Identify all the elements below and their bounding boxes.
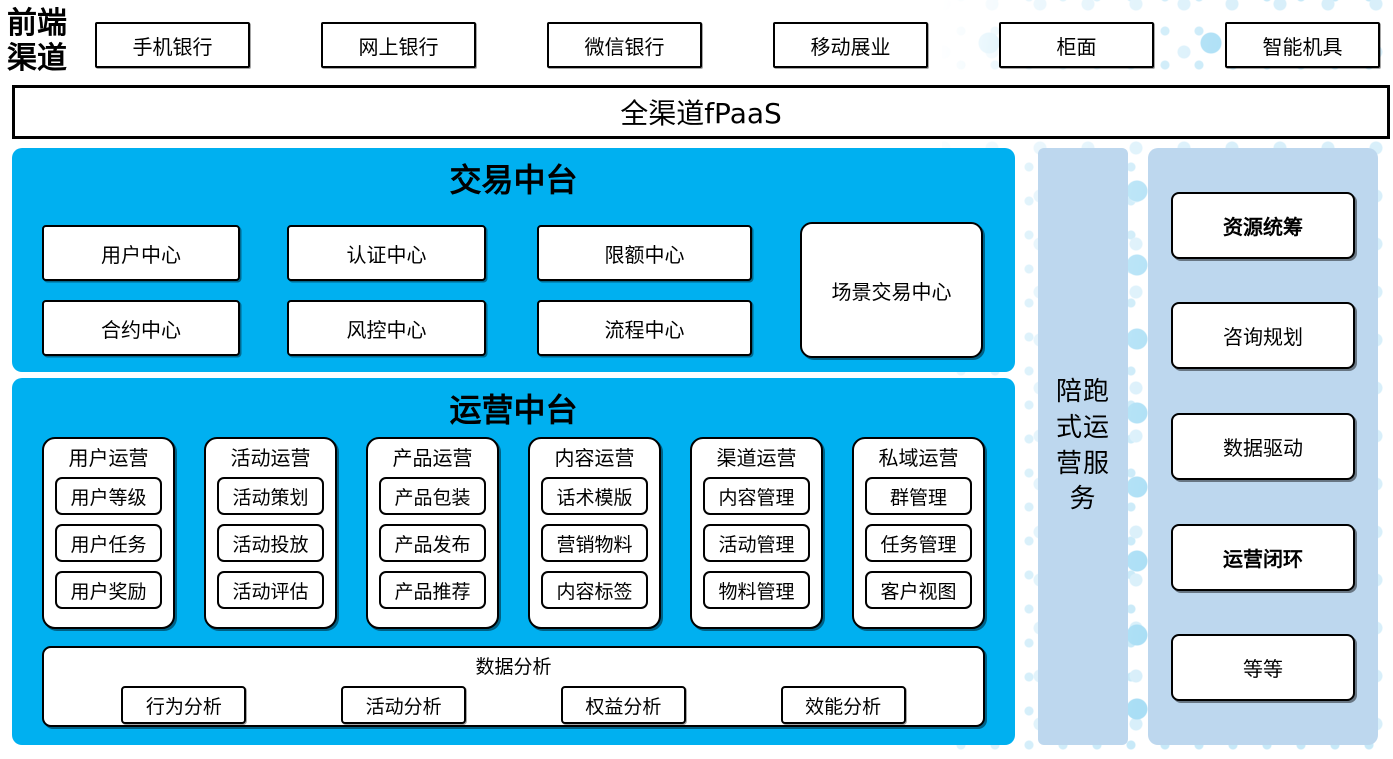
ops-column-item: 用户等级	[55, 477, 162, 515]
ops-column-header: 渠道运营	[716, 446, 797, 470]
ops-column-item: 活动策划	[217, 477, 324, 515]
ops-column-activity: 活动运营 活动策划 活动投放 活动评估	[204, 437, 337, 629]
analytics-item-efficiency: 效能分析	[780, 686, 906, 724]
ops-column-channel: 渠道运营 内容管理 活动管理 物料管理	[690, 437, 823, 629]
ops-column-header: 用户运营	[68, 446, 149, 470]
ops-column-item: 产品推荐	[379, 571, 486, 609]
ops-column-private-domain: 私域运营 群管理 任务管理 客户视图	[852, 437, 985, 629]
ops-column-user: 用户运营 用户等级 用户任务 用户奖励	[42, 437, 175, 629]
ops-column-item: 内容管理	[703, 477, 810, 515]
ops-column-item: 用户奖励	[55, 571, 162, 609]
ops-column-header: 私域运营	[878, 446, 959, 470]
right-panel-item-resource: 资源统筹	[1171, 191, 1355, 259]
channel-label: 移动展业	[810, 34, 891, 59]
channel-label: 柜面	[1056, 34, 1097, 59]
channel-box-mobile-business: 移动展业	[773, 22, 928, 68]
ops-columns-row: 用户运营 用户等级 用户任务 用户奖励 活动运营 活动策划 活动投放 活动评估 …	[42, 437, 985, 629]
center-box-label: 用户中心	[101, 242, 181, 267]
ops-column-item: 话术模版	[541, 477, 648, 515]
right-panel-item-etc: 等等	[1171, 634, 1355, 702]
ops-column-item: 营销物料	[541, 524, 648, 562]
ops-platform-title: 运营中台	[449, 391, 578, 429]
ops-column-item: 活动投放	[217, 524, 324, 562]
ops-column-header: 产品运营	[392, 446, 473, 470]
ops-platform-panel: 运营中台 用户运营 用户等级 用户任务 用户奖励 活动运营 活动策划 活动投放 …	[12, 378, 1015, 745]
channel-label: 手机银行	[132, 34, 213, 59]
analytics-item-activity: 活动分析	[341, 686, 467, 724]
ops-column-item: 群管理	[865, 477, 972, 515]
fpaas-label: 全渠道fPaaS	[620, 97, 782, 130]
scene-trade-center-box: 场景交易中心	[800, 222, 983, 358]
ops-column-item: 内容标签	[541, 571, 648, 609]
center-box-contract: 合约中心	[42, 300, 240, 356]
ops-column-item: 客户视图	[865, 571, 972, 609]
ops-column-header: 活动运营	[230, 446, 311, 470]
right-panel-item-consulting: 咨询规划	[1171, 302, 1355, 370]
accompanying-service-bar: 陪跑式运营服务	[1038, 148, 1128, 745]
fpaas-bar: 全渠道fPaaS	[12, 85, 1390, 139]
analytics-item-rights: 权益分析	[560, 686, 686, 724]
ops-column-item: 用户任务	[55, 524, 162, 562]
channel-box-counter: 柜面	[999, 22, 1154, 68]
channel-label: 智能机具	[1262, 34, 1343, 59]
ops-column-item: 物料管理	[703, 571, 810, 609]
right-panel-item-closed-loop: 运营闭环	[1171, 523, 1355, 591]
ops-column-item: 任务管理	[865, 524, 972, 562]
center-box-label: 流程中心	[604, 317, 685, 342]
center-box-label: 风控中心	[346, 317, 427, 342]
center-box-label: 认证中心	[346, 242, 427, 267]
front-channels-label: 前端渠道	[7, 6, 67, 77]
channel-box-mobile-banking: 手机银行	[95, 22, 250, 68]
channel-box-online-banking: 网上银行	[321, 22, 476, 68]
ops-column-content: 内容运营 话术模版 营销物料 内容标签	[528, 437, 661, 629]
center-box-user: 用户中心	[42, 225, 240, 281]
data-analytics-title: 数据分析	[475, 656, 552, 678]
center-box-process: 流程中心	[537, 300, 752, 356]
ops-column-product: 产品运营 产品包装 产品发布 产品推荐	[366, 437, 499, 629]
channel-box-wechat-banking: 微信银行	[547, 22, 702, 68]
front-channels-row: 手机银行 网上银行 微信银行 移动展业 柜面 智能机具	[95, 22, 1380, 68]
analytics-item-behavior: 行为分析	[121, 686, 247, 724]
ops-column-item: 活动管理	[703, 524, 810, 562]
ops-column-item: 活动评估	[217, 571, 324, 609]
trade-platform-title: 交易中台	[449, 161, 578, 199]
channel-label: 微信银行	[584, 34, 665, 59]
center-box-limit: 限额中心	[537, 225, 752, 281]
accompanying-service-label: 陪跑式运营服务	[1055, 376, 1110, 515]
trade-platform-panel: 交易中台 用户中心 认证中心 限额中心 合约中心 风控中心 流程中心 场景交易中…	[12, 148, 1015, 372]
ops-column-item: 产品发布	[379, 524, 486, 562]
center-box-auth: 认证中心	[287, 225, 486, 281]
center-box-risk: 风控中心	[287, 300, 486, 356]
ops-column-item: 产品包装	[379, 477, 486, 515]
right-service-panel: 资源统筹 咨询规划 数据驱动 运营闭环 等等	[1148, 148, 1378, 745]
right-panel-item-data-driven: 数据驱动	[1171, 412, 1355, 480]
channel-box-smart-machine: 智能机具	[1225, 22, 1380, 68]
center-box-label: 限额中心	[604, 242, 685, 267]
center-box-label: 合约中心	[101, 317, 181, 342]
ops-column-header: 内容运营	[554, 446, 635, 470]
center-box-label: 场景交易中心	[831, 279, 952, 304]
channel-label: 网上银行	[358, 34, 439, 59]
data-analytics-panel: 数据分析 行为分析 活动分析 权益分析 效能分析	[42, 646, 985, 727]
